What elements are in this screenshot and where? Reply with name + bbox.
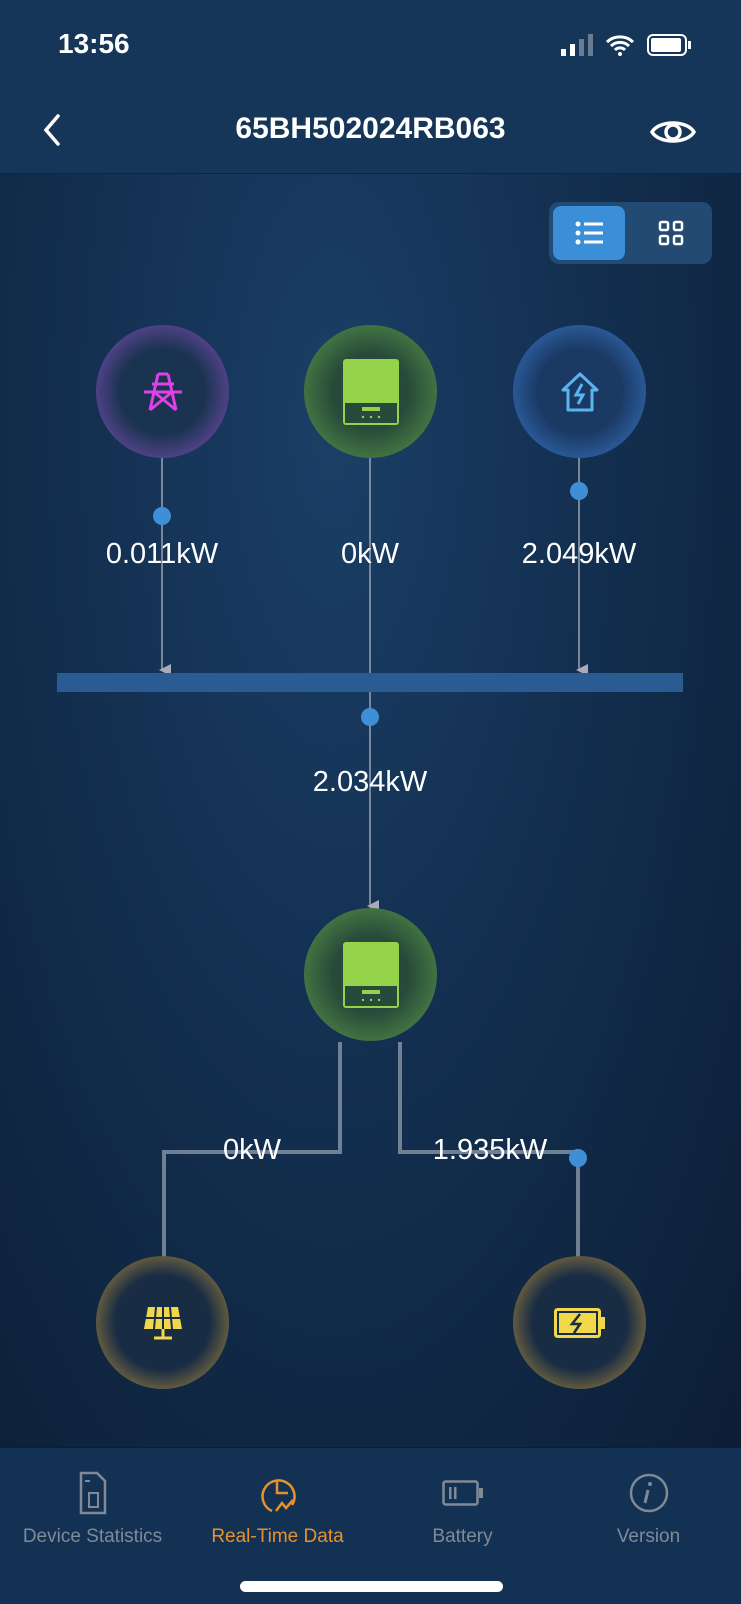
inverter-icon	[342, 941, 399, 1008]
grid-view-button[interactable]	[635, 206, 707, 260]
inverter-top-node[interactable]	[304, 325, 437, 458]
wifi-icon	[605, 35, 635, 56]
list-icon	[575, 221, 603, 245]
list-view-button[interactable]	[553, 206, 625, 260]
tab-label: Battery	[432, 1526, 493, 1547]
battery-charging-icon	[553, 1307, 605, 1338]
back-button[interactable]	[34, 110, 74, 150]
grid-node[interactable]	[96, 325, 229, 458]
tab-version[interactable]: Version	[556, 1448, 741, 1558]
tab-label: Version	[616, 1526, 681, 1547]
status-time: 13:56	[58, 28, 130, 59]
home-indicator[interactable]	[240, 1581, 503, 1592]
tab-battery[interactable]: Battery	[370, 1448, 555, 1558]
home-load-node[interactable]	[513, 325, 646, 458]
pv-line	[162, 1042, 342, 1257]
info-icon	[629, 1473, 668, 1513]
inverter-icon	[342, 358, 399, 425]
tab-label: Real-Time Data	[211, 1526, 344, 1547]
grid-power-value: 0.011kW	[105, 538, 219, 570]
flow-dot	[153, 507, 171, 525]
home-power-icon	[561, 372, 598, 411]
grid-icon	[658, 220, 684, 246]
realtime-flow-view: 0.011kW 0kW 2.049kW 2.034kW 0kW 1.935kW	[0, 174, 741, 1447]
battery-power-value: 1.935kW	[432, 1134, 548, 1166]
battery-icon	[441, 1480, 483, 1506]
header: 13:56 65BH502024RB063	[0, 0, 741, 174]
page-title: 65BH502024RB063	[235, 112, 506, 145]
tab-label: Device Statistics	[22, 1526, 163, 1547]
document-battery-icon	[79, 1471, 106, 1515]
solar-panel-icon	[143, 1306, 182, 1339]
view-toggle	[549, 202, 712, 264]
tab-device-statistics[interactable]: Device Statistics	[0, 1448, 185, 1558]
flow-dot	[570, 482, 588, 500]
battery-node[interactable]	[513, 1256, 646, 1389]
bus-inverter-power-value: 2.034kW	[312, 766, 428, 798]
inverter-node[interactable]	[304, 908, 437, 1041]
pv-power-value: 0kW	[223, 1134, 281, 1166]
status-icons	[561, 34, 691, 56]
power-tower-icon	[143, 372, 182, 411]
battery-status-icon	[647, 34, 691, 56]
tab-real-time-data[interactable]: Real-Time Data	[185, 1448, 370, 1558]
bus-bar	[57, 673, 683, 692]
flow-dot	[569, 1149, 587, 1167]
bottom-tab-bar: Device Statistics Real-Time Data Battery…	[0, 1447, 741, 1604]
battery-line	[398, 1042, 580, 1257]
clock-chart-icon	[260, 1479, 296, 1513]
eye-icon[interactable]	[649, 112, 697, 152]
pv-node[interactable]	[96, 1256, 229, 1389]
home-power-value: 2.049kW	[521, 538, 637, 570]
flow-dot	[361, 708, 379, 726]
flow-lines	[57, 458, 683, 1257]
inverter-top-power-value: 0kW	[341, 538, 399, 570]
signal-icon	[561, 34, 593, 56]
